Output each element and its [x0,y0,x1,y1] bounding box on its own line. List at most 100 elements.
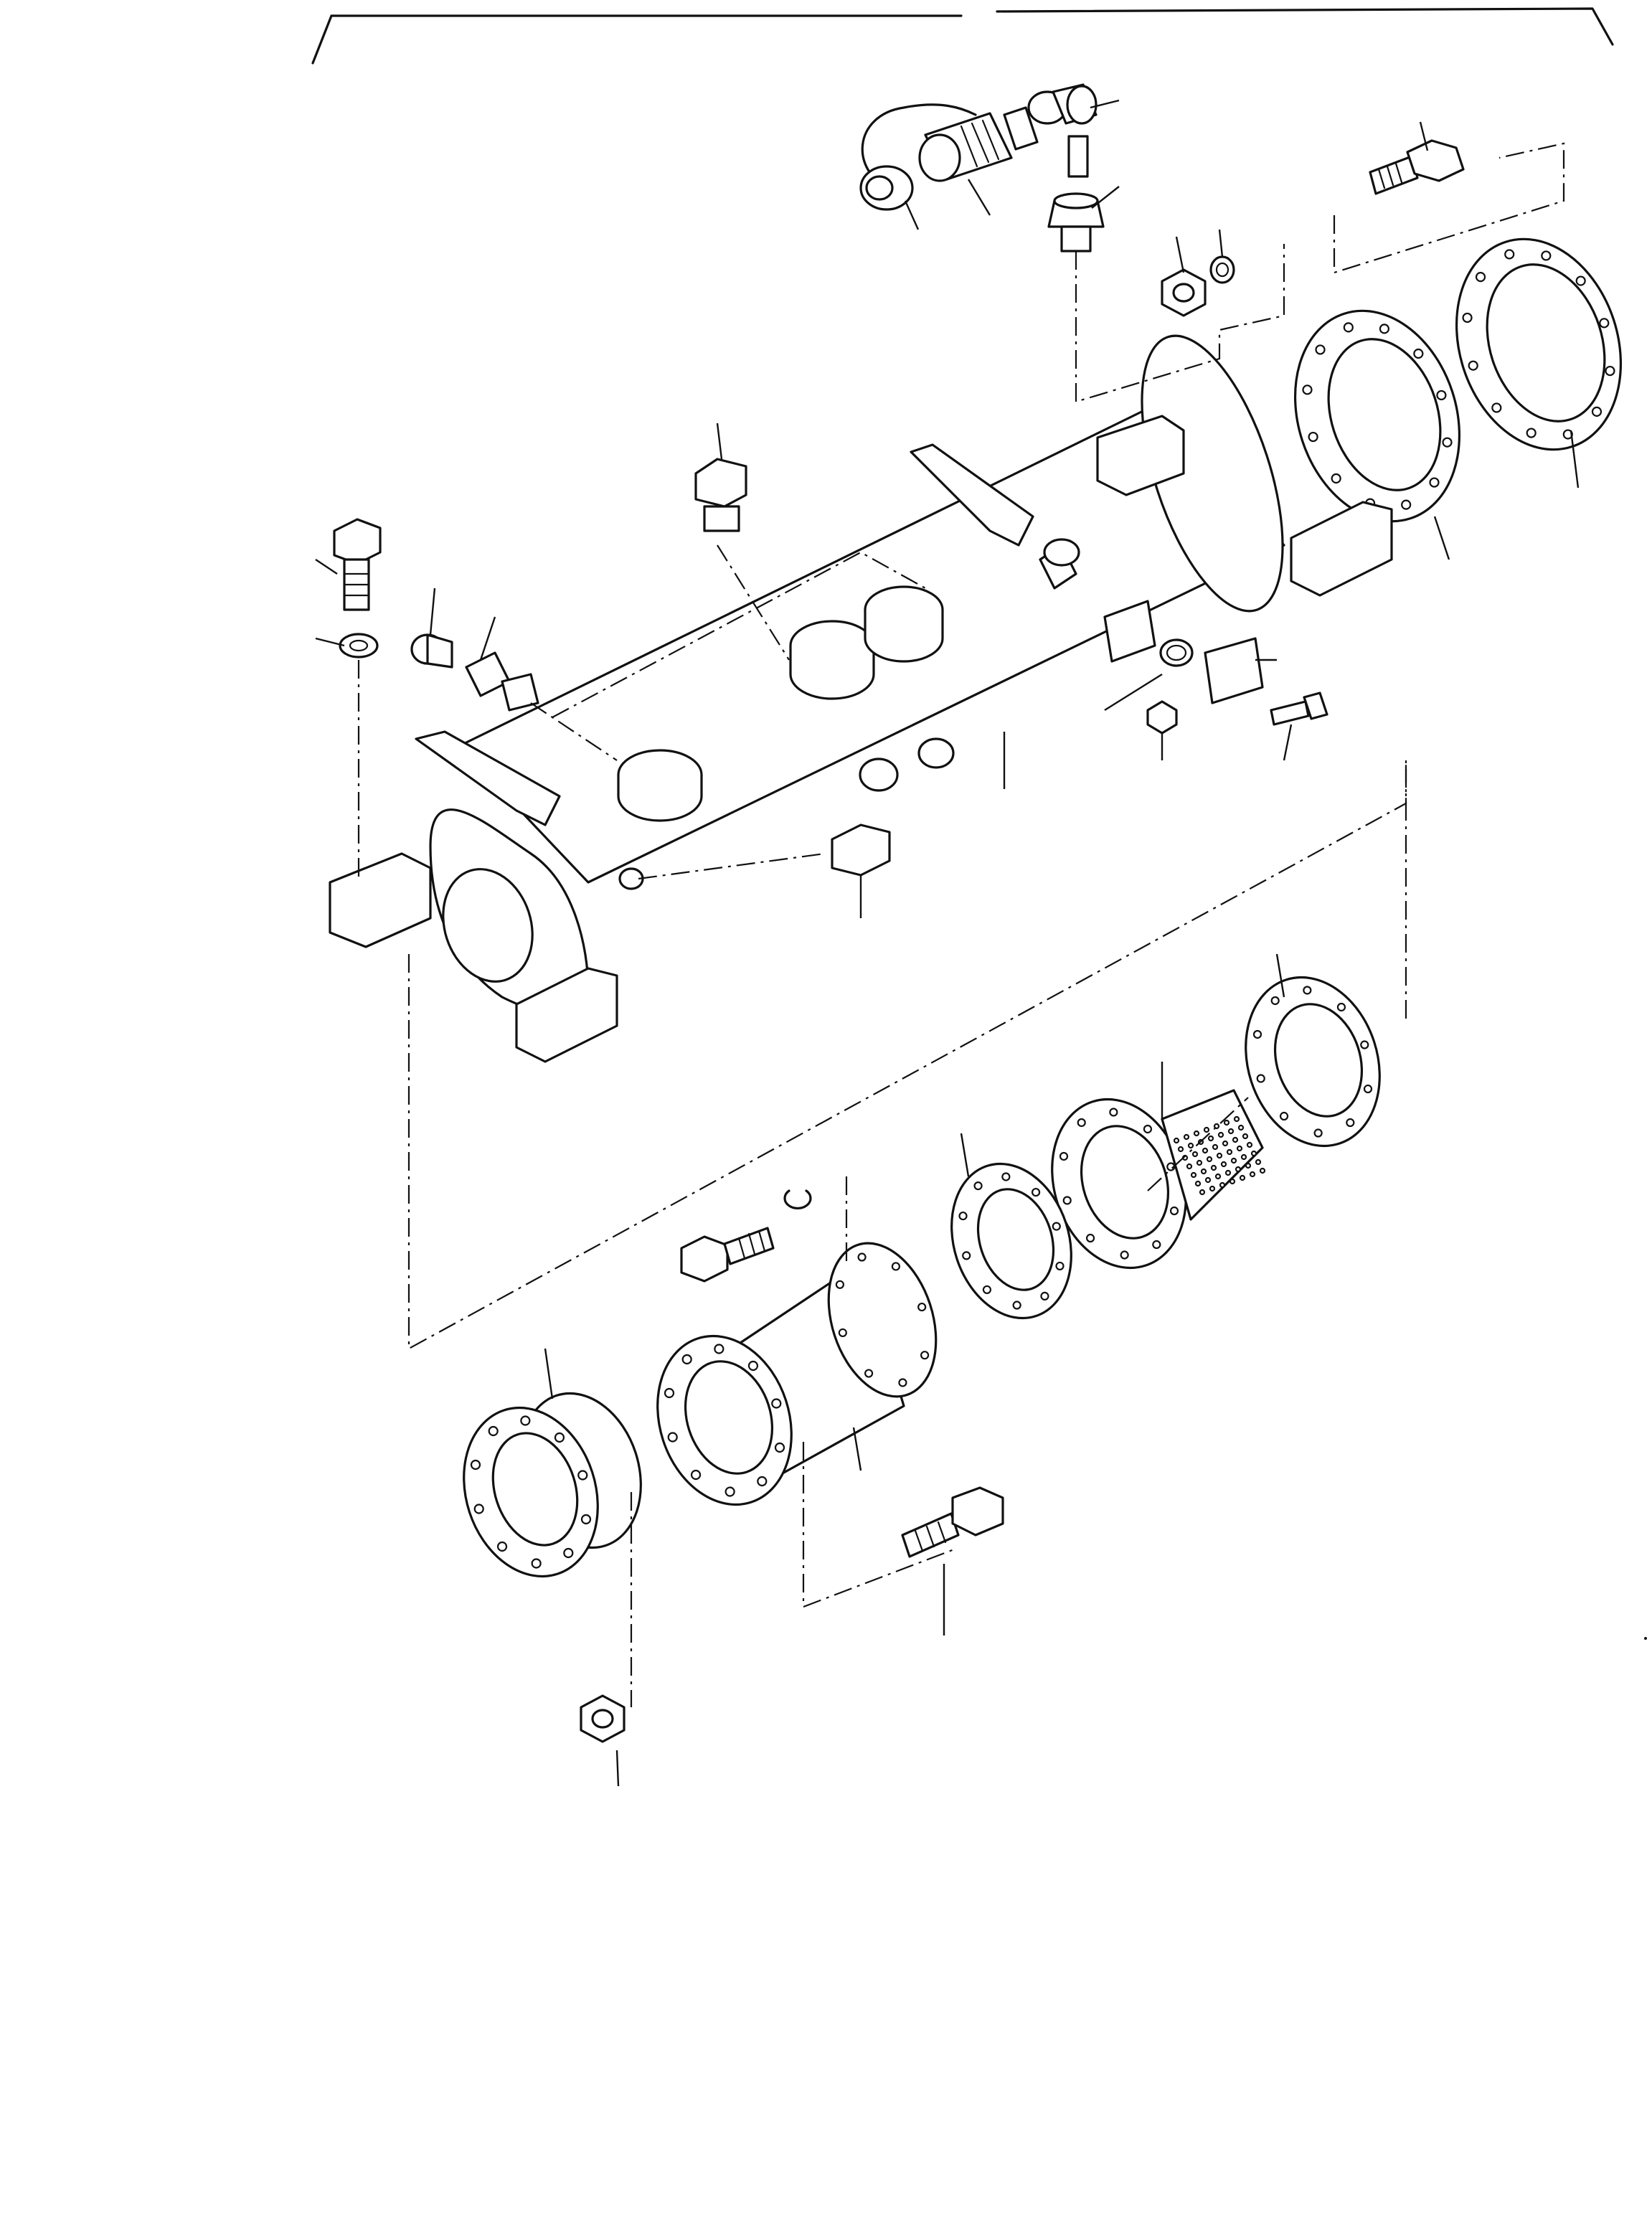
filler-plug [694,458,747,532]
bolt-hole [1331,473,1341,484]
bolt-hole [838,1328,847,1338]
bolt-hole [1475,272,1486,283]
bolt-hole [958,1211,968,1221]
bolt-hole [1346,1118,1355,1128]
bolt-hole [771,1398,782,1409]
elbow-fitting [1027,83,1098,178]
bolt-hole [1599,318,1610,329]
bolt-hole [864,1369,874,1378]
expansion-plugs [617,585,944,822]
bolt-hole [1052,1222,1061,1231]
perforation-hole [1173,1137,1180,1144]
small-bolt [1270,692,1328,726]
perforation-hole [1214,1173,1222,1180]
bolt-hole [681,1354,692,1365]
bolt-hole [1077,1118,1086,1128]
bolt-hole [835,1280,844,1289]
bolt-hole [747,1360,759,1372]
bolt-hole [1313,1128,1323,1138]
bolt-hole [563,1547,574,1559]
spring-washer [783,1189,812,1209]
bolt-hole [1279,1111,1289,1121]
perforation-hole [1212,1143,1219,1151]
perforation-hole [1236,1145,1243,1152]
bolt-hole [1413,348,1424,359]
bolt-hole [1401,499,1412,510]
breather-plug [410,633,453,669]
flanged-hub [463,1392,642,1578]
perforation-hole [1227,1128,1235,1135]
perforation-hole [1250,1150,1257,1157]
hex-bolt-lower [680,1227,775,1283]
washer [1209,255,1235,284]
bolt-hole [496,1541,508,1552]
leader-lines [315,99,1580,1787]
perforation-hole [1204,1176,1212,1184]
bolt-hole [554,1432,565,1443]
bolt-hole [724,1486,735,1497]
bolt-hole [470,1459,481,1471]
grease-nipple-fitting [1047,192,1105,252]
bolt-hole [1315,344,1326,355]
bolt-hole [917,1302,927,1312]
perforation-hole [1239,1174,1246,1181]
perforation-hole [1223,1119,1230,1126]
bolt-hole [580,1514,592,1525]
hex-nut [1161,268,1207,317]
spacer-tube [656,1242,938,1506]
lower-bolt-holes [470,986,1373,1569]
bolt-hole [1055,1261,1065,1271]
perforation-hole [1219,1181,1226,1189]
bolt-hole [1012,1301,1021,1310]
perforation-hole [1210,1164,1217,1171]
bolt-hole [1303,986,1312,995]
bolt-hole [1120,1250,1129,1260]
perforation-hole [1240,1153,1247,1161]
perforation-hole [1232,1136,1239,1143]
perforation-hole [1209,1185,1216,1192]
bolt-hole [1429,477,1440,488]
bolt-hole [1109,1108,1118,1117]
strainer-cone [1051,1089,1264,1270]
perforation-hole [1200,1168,1207,1175]
small-nut [1146,700,1178,735]
perforation-hole [1235,1166,1242,1173]
o-ring [1159,638,1194,667]
bolt-hole [1169,1206,1179,1216]
bolt-hole [1001,1172,1011,1181]
perforation-hole [1222,1140,1229,1147]
bolt-hole [857,1252,867,1262]
bolt-hole [1605,365,1615,377]
bolt-hole [531,1558,542,1569]
bolt-hole [577,1470,588,1481]
bolt-hole [664,1387,675,1399]
bolt-hole [1526,428,1537,438]
perforation-hole [1177,1146,1184,1153]
bolt-hole [1343,322,1354,333]
bolt-hole [1308,431,1318,443]
perforation-hole [1237,1124,1245,1131]
perforation-hole [1216,1152,1223,1159]
bolt-hole [1302,384,1313,395]
bolt-hole [1442,437,1453,448]
perforation-hole [1202,1147,1209,1154]
perforation-hole [1230,1157,1237,1164]
perforation-hole [1242,1133,1249,1140]
bolt-hole [962,1251,971,1260]
perforation-hole [1183,1133,1190,1141]
breather-fittings-lower [859,737,955,792]
perforation-hole [1249,1171,1256,1178]
bolt-hole [982,1285,992,1295]
bolt-hole [1468,360,1478,371]
bolt-hole [973,1181,983,1191]
perforation-hole [1217,1131,1224,1138]
perforation-hole [1255,1158,1262,1166]
bolt-hole [1491,402,1502,413]
bolt-hole [1256,1074,1265,1083]
bolt-hole [1575,275,1586,286]
strainer-perforations [1173,1115,1266,1196]
bolt-hole [1504,249,1515,260]
gasket-ring-inner-right [1293,309,1461,523]
bolt-hole [488,1425,499,1437]
